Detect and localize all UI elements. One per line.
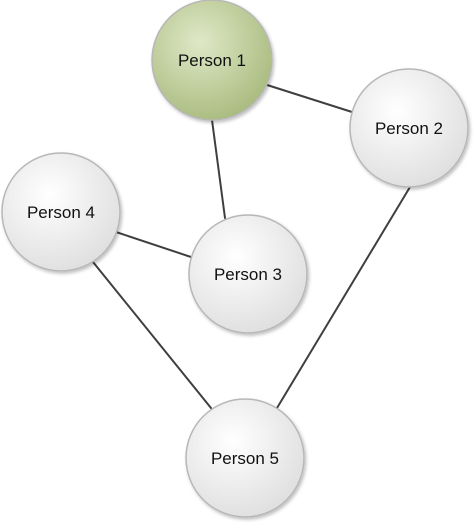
node-label: Person 2 (375, 119, 443, 138)
edge-person1-person2 (263, 83, 353, 113)
node-label: Person 1 (178, 51, 246, 70)
node-person-3[interactable]: Person 3 (188, 214, 308, 334)
node-label: Person 4 (27, 203, 95, 222)
node-circle (349, 68, 469, 188)
node-label: Person 3 (214, 265, 282, 284)
node-person-1[interactable]: Person 1 (151, 0, 273, 121)
nodes-layer: Person 1 Person 2 Person 4 Person 3 Pers… (1, 0, 469, 518)
edge-person2-person5 (276, 186, 411, 409)
node-person-5[interactable]: Person 5 (185, 398, 305, 518)
node-circle (185, 398, 305, 518)
edges-layer (92, 83, 411, 409)
edge-person4-person3 (115, 231, 192, 258)
node-circle (151, 0, 273, 121)
edge-person4-person5 (92, 261, 212, 409)
edge-person1-person3 (211, 119, 226, 219)
node-person-4[interactable]: Person 4 (1, 152, 121, 272)
node-circle (1, 152, 121, 272)
node-label: Person 5 (211, 449, 279, 468)
node-person-2[interactable]: Person 2 (349, 68, 469, 188)
node-circle (188, 214, 308, 334)
